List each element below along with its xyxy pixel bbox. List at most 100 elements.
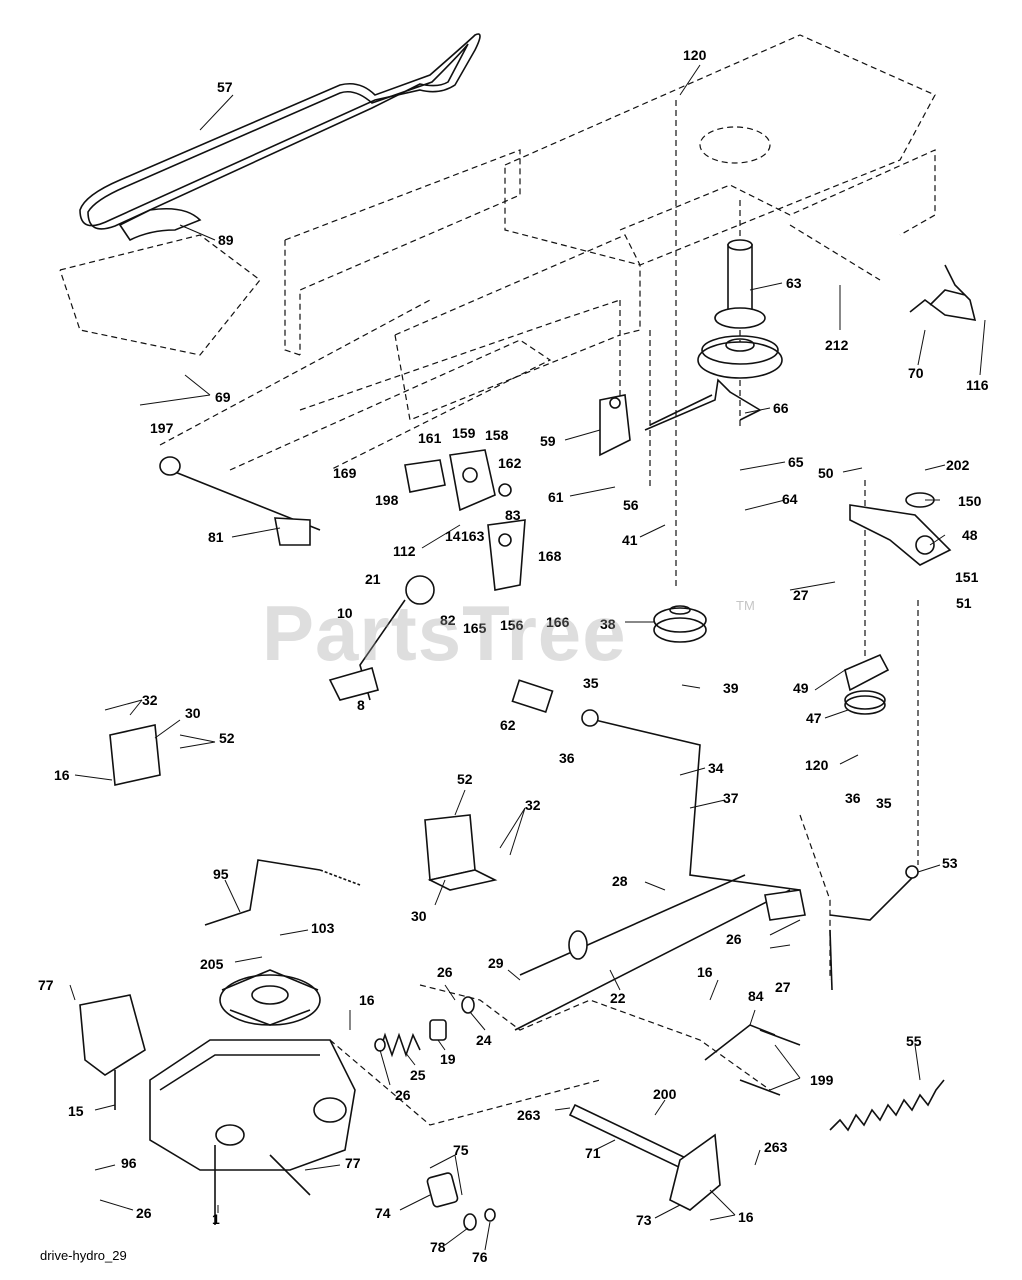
callout-51: 51 — [956, 595, 972, 611]
callout-28: 28 — [612, 873, 628, 889]
callout-62: 62 — [500, 717, 516, 733]
callout-27: 27 — [793, 587, 809, 603]
callout-156: 156 — [500, 617, 524, 633]
callout-36: 36 — [559, 750, 575, 766]
callout-26: 26 — [726, 931, 742, 947]
callout-49: 49 — [793, 680, 809, 696]
callout-200: 200 — [653, 1086, 677, 1102]
motion-control-lever — [204, 859, 361, 926]
callout-37: 37 — [723, 790, 739, 806]
callout-39: 39 — [723, 680, 739, 696]
callout-56: 56 — [623, 497, 639, 513]
callout-27-lower: 27 — [775, 979, 791, 995]
callout-161: 161 — [418, 430, 442, 446]
callout-96: 96 — [121, 1155, 137, 1171]
callout-71: 71 — [585, 1145, 601, 1161]
callout-151: 151 — [955, 569, 979, 585]
hydrostatic-transmission — [79, 969, 356, 1225]
spring-bracket — [909, 264, 977, 321]
callout-83: 83 — [505, 507, 521, 523]
callout-34: 34 — [708, 760, 724, 776]
callout-199: 199 — [810, 1072, 834, 1088]
drive-rods — [514, 865, 919, 1031]
idler-arm-bracket — [844, 492, 952, 715]
callout-205: 205 — [200, 956, 224, 972]
leader-lines — [69, 64, 986, 1251]
callout-38: 38 — [600, 616, 616, 632]
callout-30: 30 — [185, 705, 201, 721]
callout-26-bottom: 26 — [136, 1205, 152, 1221]
callout-26-spring: 26 — [395, 1087, 411, 1103]
callout-112: 112 — [393, 543, 416, 559]
control-plate-assembly — [404, 449, 526, 591]
callout-212: 212 — [825, 337, 849, 353]
callout-89: 89 — [218, 232, 234, 248]
callout-29: 29 — [488, 955, 504, 971]
callout-166: 166 — [546, 614, 570, 630]
callout-24: 24 — [476, 1032, 492, 1048]
callout-53: 53 — [942, 855, 958, 871]
callout-30-lower: 30 — [411, 908, 427, 924]
callout-15: 15 — [68, 1103, 84, 1119]
callout-21: 21 — [365, 571, 381, 587]
callout-120: 120 — [683, 47, 707, 63]
callout-48: 48 — [962, 527, 978, 543]
callout-74: 74 — [375, 1205, 391, 1221]
callout-158: 158 — [485, 427, 509, 443]
callout-41: 41 — [622, 532, 638, 548]
callout-75: 75 — [453, 1142, 469, 1158]
callout-263-right: 263 — [764, 1139, 788, 1155]
callout-52: 52 — [219, 730, 235, 746]
callout-103: 103 — [311, 920, 335, 936]
callout-64: 64 — [782, 491, 798, 507]
callout-95: 95 — [213, 866, 229, 882]
callout-61: 61 — [548, 489, 564, 505]
callout-52-lower: 52 — [457, 771, 473, 787]
callout-69: 69 — [215, 389, 231, 405]
callout-165: 165 — [463, 620, 487, 636]
callout-32: 32 — [142, 692, 158, 708]
wire-linkage — [644, 378, 762, 431]
callout-57: 57 — [217, 79, 233, 95]
mounting-bracket-upper — [109, 724, 161, 786]
callout-163: 163 — [461, 528, 485, 544]
bracket-59 — [599, 394, 631, 457]
callout-120-lower: 120 — [805, 757, 829, 773]
callout-116: 116 — [966, 377, 989, 393]
callout-10: 10 — [337, 605, 353, 621]
callout-22: 22 — [610, 990, 626, 1006]
callout-1: 1 — [212, 1211, 220, 1227]
callout-197: 197 — [150, 420, 174, 436]
brake-link — [568, 1103, 721, 1211]
callout-14: 14 — [445, 528, 461, 544]
callout-150: 150 — [958, 493, 982, 509]
callout-198: 198 — [375, 492, 399, 508]
extension-spring — [829, 1079, 945, 1132]
callout-8: 8 — [357, 697, 365, 713]
callout-59: 59 — [540, 433, 556, 449]
callout-35: 35 — [583, 675, 599, 691]
callout-16-bottom: 16 — [738, 1209, 754, 1225]
pulley-38 — [653, 605, 707, 643]
callout-159: 159 — [452, 425, 476, 441]
callout-169: 169 — [333, 465, 357, 481]
drive-belt — [79, 33, 481, 230]
belt-guide — [118, 207, 202, 242]
callout-35-lower: 35 — [876, 795, 892, 811]
watermark-trademark: TM — [736, 598, 755, 613]
callout-25: 25 — [410, 1067, 426, 1083]
mounting-bracket-lower — [424, 814, 498, 891]
callout-73: 73 — [636, 1212, 652, 1228]
callout-70: 70 — [908, 365, 924, 381]
callout-82: 82 — [440, 612, 456, 628]
callout-32-lower: 32 — [525, 797, 541, 813]
callout-55: 55 — [906, 1033, 922, 1049]
callout-16-mid: 16 — [697, 964, 713, 980]
callout-16: 16 — [54, 767, 70, 783]
callout-65: 65 — [788, 454, 804, 470]
callout-168: 168 — [538, 548, 562, 564]
callout-26-mid: 26 — [437, 964, 453, 980]
callout-36-lower: 36 — [845, 790, 861, 806]
callout-63: 63 — [786, 275, 802, 291]
